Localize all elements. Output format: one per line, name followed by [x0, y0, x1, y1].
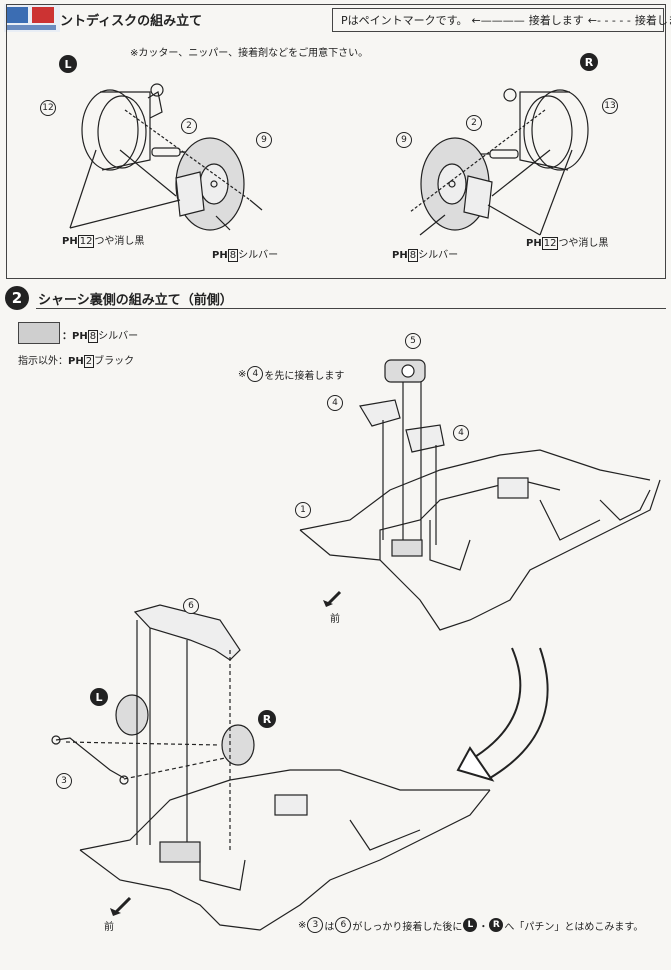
part-label: 9 [396, 132, 412, 148]
section-disk-assembly [6, 4, 666, 279]
side-r-badge: R [258, 710, 276, 728]
legend-paint-mark: Pはペイントマークです。 [341, 14, 468, 27]
part-label: 2 [181, 118, 197, 134]
legend-glue: 接着します [528, 14, 584, 27]
part-label: 13 [602, 98, 618, 114]
side-r-badge: R [580, 53, 598, 71]
part-label: 6 [183, 598, 199, 614]
silver-swatch [18, 322, 60, 344]
front-arrow-top-icon [326, 590, 342, 606]
glue-first-note: ※ 4 を先に接着します [238, 366, 344, 382]
part-label: 9 [256, 132, 272, 148]
step-number: 2 [5, 286, 29, 310]
front-label-bottom: 前 [104, 922, 114, 933]
arrow-dashed-icon: ←- - - - - [587, 13, 631, 27]
part-label: 1 [295, 502, 311, 518]
arrow-solid-icon: ←———— [471, 13, 525, 27]
part-label: 3 [56, 773, 72, 789]
part-label: 4 [327, 395, 343, 411]
part-label: 12 [40, 100, 56, 116]
front-label-top: 前 [330, 614, 340, 625]
part-label: 5 [405, 333, 421, 349]
snap-fit-note: ※ 3 は 6 がしっかり接着した後に L ・ R へ「パチン」とはめこみます。 [298, 917, 643, 933]
tools-note: ※カッター、ニッパー、接着剤などをご用意下さい。 [130, 48, 369, 59]
site-logo [4, 4, 60, 32]
step-title: シャーシ裏側の組み立て（前側） [38, 293, 233, 308]
divider [36, 308, 666, 309]
legend-box: Pはペイントマークです。 ←———— 接着します ←- - - - - 接着しま… [332, 8, 671, 32]
side-l-badge: L [90, 688, 108, 706]
part-label: 4 [453, 425, 469, 441]
side-l-badge: L [59, 55, 77, 73]
front-arrow-bottom-icon [114, 896, 132, 914]
part-label: 2 [466, 115, 482, 131]
legend-no-glue: 接着しません [634, 14, 671, 27]
section1-title: ントディスクの組み立て [60, 14, 203, 29]
